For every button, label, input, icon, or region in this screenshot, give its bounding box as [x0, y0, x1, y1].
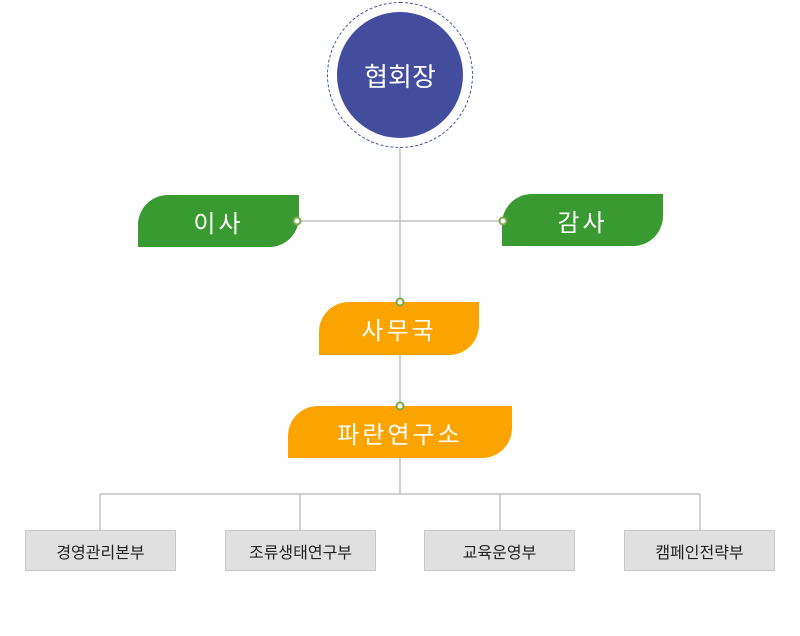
auditor-node: 감사: [502, 194, 663, 246]
dept-label: 조류생태연구부: [248, 542, 353, 562]
dept-label: 경영관리본부: [56, 542, 145, 562]
dot-institute: [395, 401, 405, 411]
director-node: 이사: [138, 195, 299, 247]
dept-label: 캠페인전략부: [655, 542, 744, 562]
dept-campaign: 캠페인전략부: [624, 530, 775, 571]
root-label: 협회장: [364, 62, 436, 93]
root-node: 협회장: [337, 12, 463, 138]
dept-label: 교육운영부: [462, 542, 537, 562]
director-label: 이사: [193, 209, 244, 238]
dot-director: [292, 216, 302, 226]
dept-education: 교육운영부: [424, 530, 575, 571]
dept-bird-ecology: 조류생태연구부: [225, 530, 376, 571]
root-outer-ring: [327, 2, 473, 148]
institute-node: 파란연구소: [288, 406, 512, 458]
secretariat-node: 사무국: [319, 302, 479, 355]
dept-management: 경영관리본부: [25, 530, 176, 571]
secretariat-label: 사무국: [361, 317, 437, 345]
auditor-label: 감사: [557, 208, 608, 237]
institute-label: 파란연구소: [337, 420, 463, 449]
dot-auditor: [498, 216, 508, 226]
dot-secretariat: [395, 297, 405, 307]
